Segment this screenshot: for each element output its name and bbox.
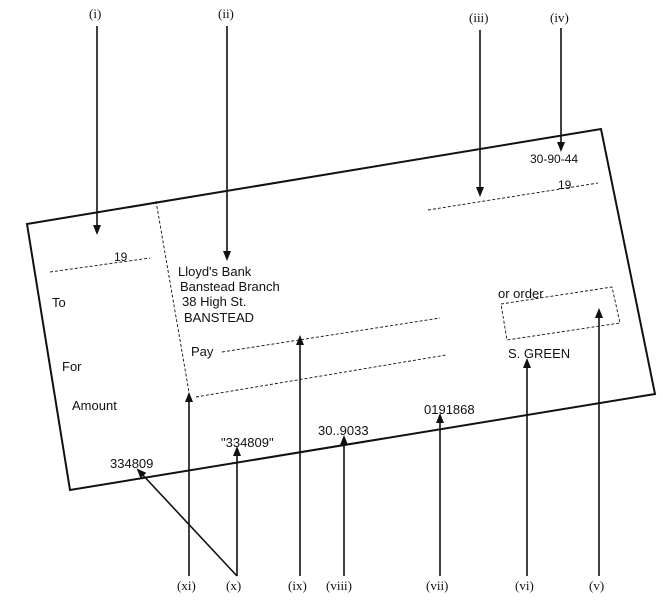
- label-iii: (iii): [469, 10, 489, 25]
- label-x: (x): [226, 578, 241, 593]
- bank-branch: Banstead Branch: [180, 279, 280, 294]
- date-line: [427, 182, 599, 211]
- label-viii: (viii): [326, 578, 352, 593]
- stub-year-line: [49, 257, 151, 273]
- label-iv: (iv): [550, 10, 569, 25]
- or-order-label: or order: [498, 286, 544, 301]
- label-i: (i): [89, 6, 101, 21]
- stub-to-label: To: [52, 295, 66, 310]
- account-number: 0191868: [424, 402, 475, 417]
- amount-box: [500, 286, 621, 341]
- stub-separator: [155, 200, 191, 399]
- label-vii: (vii): [426, 578, 448, 593]
- label-ii: (ii): [218, 6, 234, 21]
- amount-words-line: [195, 354, 447, 398]
- stub-year: 19: [114, 250, 128, 264]
- payee-line: [221, 317, 441, 353]
- pay-label: Pay: [191, 344, 214, 359]
- date-year: 19: [558, 178, 572, 192]
- label-xi: (xi): [177, 578, 196, 593]
- stub-number: 334809: [110, 456, 153, 471]
- stub-for-label: For: [62, 359, 82, 374]
- sort-code-mic: 30..9033: [318, 423, 369, 438]
- label-v: (v): [589, 578, 604, 593]
- cheque-number: "334809": [221, 435, 274, 450]
- cheque-outline: [25, 127, 657, 492]
- label-vi: (vi): [515, 578, 534, 593]
- signatory: S. GREEN: [508, 346, 570, 361]
- bank-town: BANSTEAD: [184, 310, 254, 325]
- label-ix: (ix): [288, 578, 307, 593]
- stub-amount-label: Amount: [72, 398, 117, 413]
- bank-street: 38 High St.: [182, 294, 246, 309]
- bank-name: Lloyd's Bank: [178, 264, 252, 279]
- sort-code: 30-90-44: [530, 152, 578, 166]
